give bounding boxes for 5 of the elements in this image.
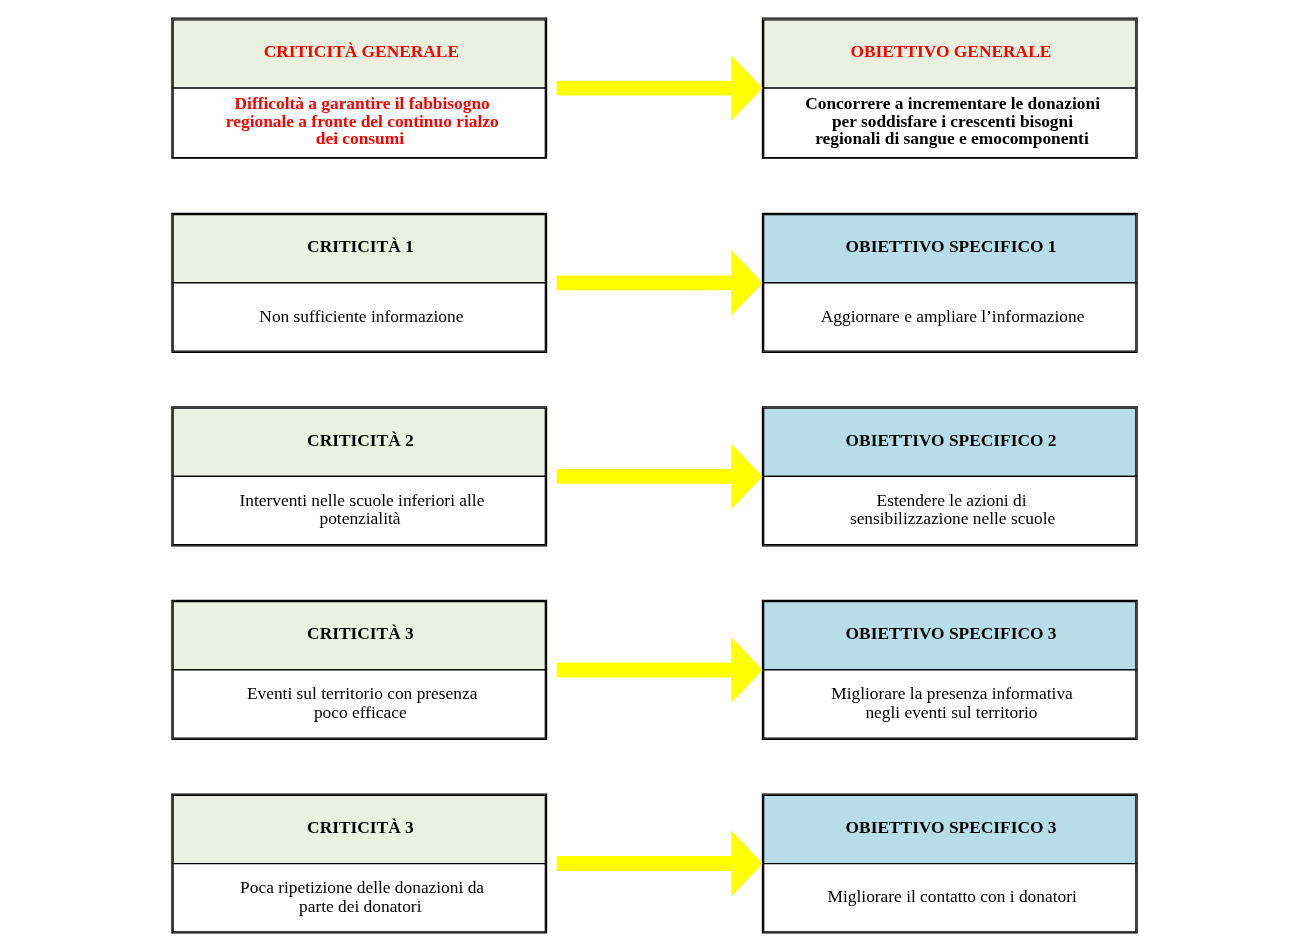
arrow: [556, 443, 763, 510]
arrow: [556, 830, 763, 897]
arrow: [556, 249, 763, 316]
arrow: [556, 55, 763, 122]
arrow: [556, 637, 763, 703]
